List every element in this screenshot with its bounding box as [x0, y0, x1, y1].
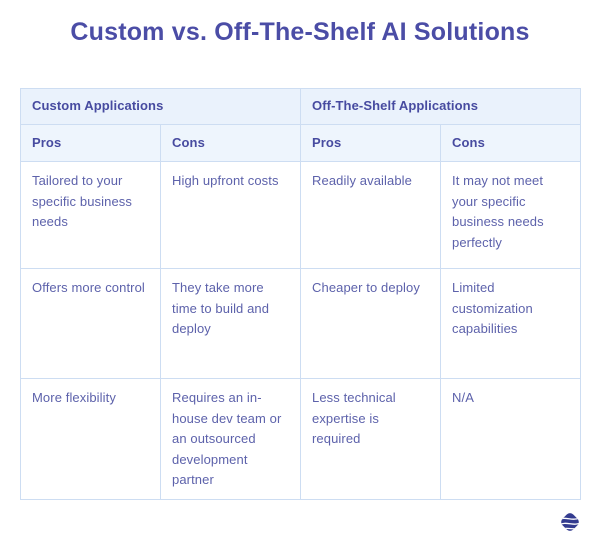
column-header-custom-cons: Cons [160, 124, 301, 162]
column-header-row: Pros Cons Pros Cons [20, 124, 581, 162]
wavy-diamond-logo-icon [558, 510, 582, 534]
table-cell: Less technical expertise is required [300, 378, 441, 500]
page-title: Custom vs. Off-The-Shelf AI Solutions [70, 18, 530, 46]
column-header-shelf-pros: Pros [300, 124, 441, 162]
table-cell: Limited customization capabilities [440, 268, 581, 379]
table-row: Offers more control They take more time … [20, 268, 581, 379]
table-cell: Requires an in-house dev team or an outs… [160, 378, 301, 500]
comparison-table: Custom Applications Off-The-Shelf Applic… [20, 88, 581, 500]
table-cell: Cheaper to deploy [300, 268, 441, 379]
group-header-off-the-shelf: Off-The-Shelf Applications [300, 88, 581, 125]
table-cell: Readily available [300, 161, 441, 269]
column-header-shelf-cons: Cons [440, 124, 581, 162]
group-header-row: Custom Applications Off-The-Shelf Applic… [20, 88, 581, 125]
table-row: Tailored to your specific business needs… [20, 161, 581, 269]
table-cell: Offers more control [20, 268, 161, 379]
table-cell: High upfront costs [160, 161, 301, 269]
group-header-custom: Custom Applications [20, 88, 301, 125]
table-cell: Tailored to your specific business needs [20, 161, 161, 269]
table-cell: They take more time to build and deploy [160, 268, 301, 379]
table-row: More flexibility Requires an in-house de… [20, 378, 581, 500]
column-header-custom-pros: Pros [20, 124, 161, 162]
table-cell: It may not meet your specific business n… [440, 161, 581, 269]
table-cell: N/A [440, 378, 581, 500]
table-cell: More flexibility [20, 378, 161, 500]
